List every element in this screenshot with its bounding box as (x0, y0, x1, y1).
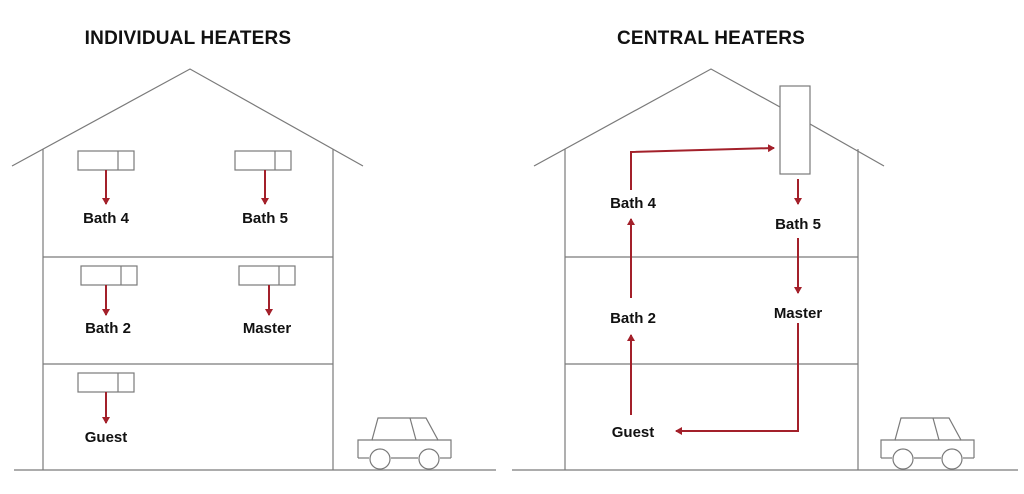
left-house-roof (11, 68, 364, 167)
room-label-bath-2: Bath 2 (610, 310, 656, 327)
pipe-bath-4-to-tank (630, 144, 775, 190)
room-label-master: Master (243, 320, 292, 337)
heater-unit (80, 265, 138, 286)
room-label-guest: Guest (85, 429, 128, 446)
room-label-bath-5: Bath 5 (775, 216, 821, 233)
right-house-roof-right (809, 123, 885, 167)
room-label-bath-4: Bath 4 (83, 210, 130, 227)
room-label-master: Master (774, 305, 823, 322)
car-icon (880, 417, 975, 470)
individual-heaters-panel: INDIVIDUAL HEATERS (11, 28, 496, 471)
heater-unit (234, 150, 292, 171)
room-label-guest: Guest (612, 424, 655, 441)
room-label-bath-4: Bath 4 (610, 195, 657, 212)
central-heaters-panel: CENTRAL HEATERS Bath 4 Bath 5 Bath 2 Mas… (512, 28, 1018, 471)
heater-unit (77, 372, 135, 393)
pipe-master-to-guest (675, 323, 799, 435)
central-water-heater-tank (779, 85, 811, 175)
central-heaters-title: CENTRAL HEATERS (617, 28, 805, 49)
heater-unit (77, 150, 135, 171)
room-label-bath-2: Bath 2 (85, 320, 131, 337)
right-house-roof-left (533, 68, 781, 167)
left-house-outline (11, 68, 496, 471)
heater-unit (238, 265, 296, 286)
car-icon (357, 417, 452, 470)
right-house-outline (512, 68, 1018, 471)
individual-heaters-title: INDIVIDUAL HEATERS (85, 28, 292, 49)
room-label-bath-5: Bath 5 (242, 210, 288, 227)
